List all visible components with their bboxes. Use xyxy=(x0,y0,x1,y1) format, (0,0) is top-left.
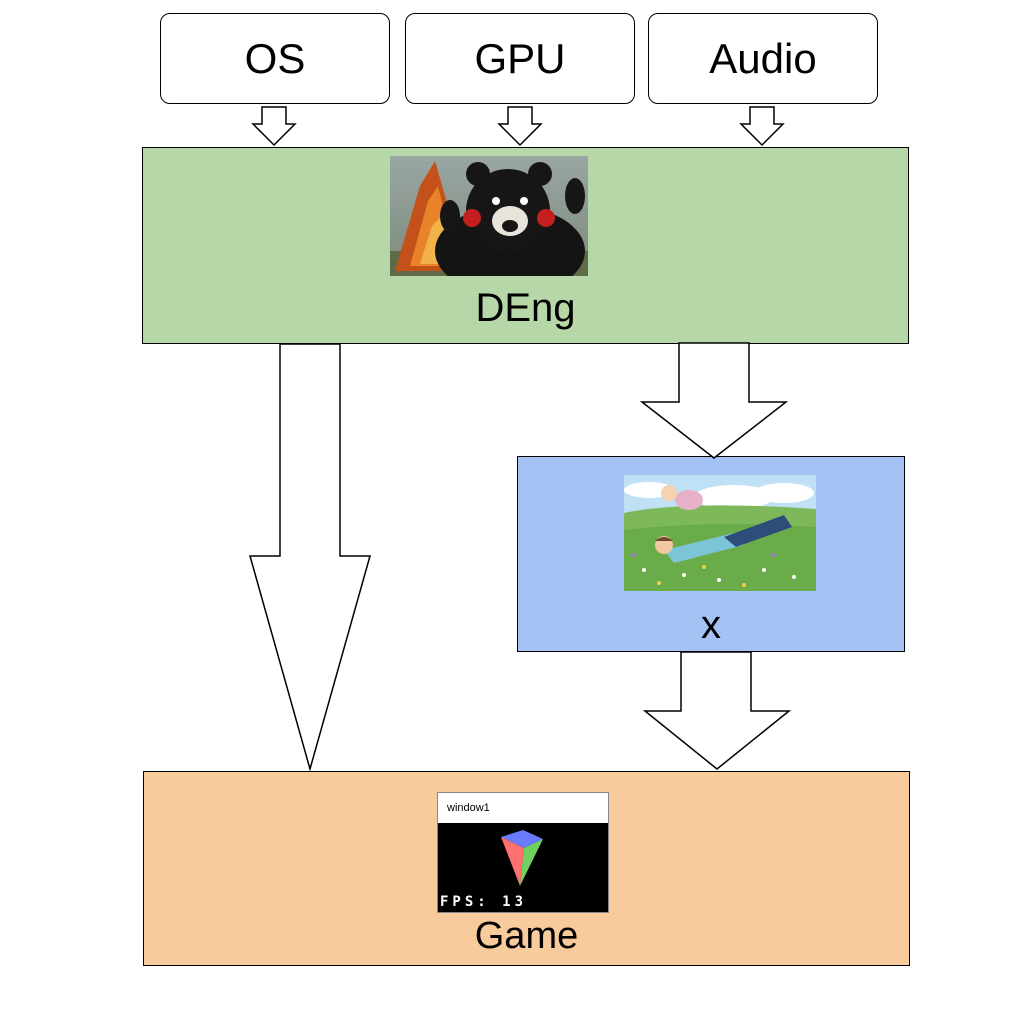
game-window-title: window1 xyxy=(438,793,608,823)
x-layer: x xyxy=(517,456,905,652)
gpu-to-deng-arrow xyxy=(497,106,543,147)
audio-box: Audio xyxy=(648,13,878,104)
deng-image xyxy=(390,156,588,276)
os-box: OS xyxy=(160,13,390,104)
x-image xyxy=(624,475,816,591)
x-to-game-arrow xyxy=(642,651,792,770)
game-label: Game xyxy=(474,915,579,957)
gpu-box: GPU xyxy=(405,13,635,104)
audio-label: Audio xyxy=(709,34,817,82)
os-label: OS xyxy=(244,34,306,82)
deng-layer: DEng xyxy=(142,147,909,344)
deng-to-game-arrow xyxy=(249,343,371,772)
gpu-label: GPU xyxy=(474,34,566,82)
game-window: window1 FPS: 13 xyxy=(437,792,609,913)
x-label: x xyxy=(701,603,721,647)
deng-label: DEng xyxy=(475,286,576,330)
fps-readout: FPS: 13 xyxy=(440,894,528,910)
game-layer: window1 FPS: 13 Game xyxy=(143,771,910,966)
audio-to-deng-arrow xyxy=(739,106,785,147)
os-to-deng-arrow xyxy=(251,106,297,147)
deng-to-x-arrow xyxy=(639,342,789,459)
